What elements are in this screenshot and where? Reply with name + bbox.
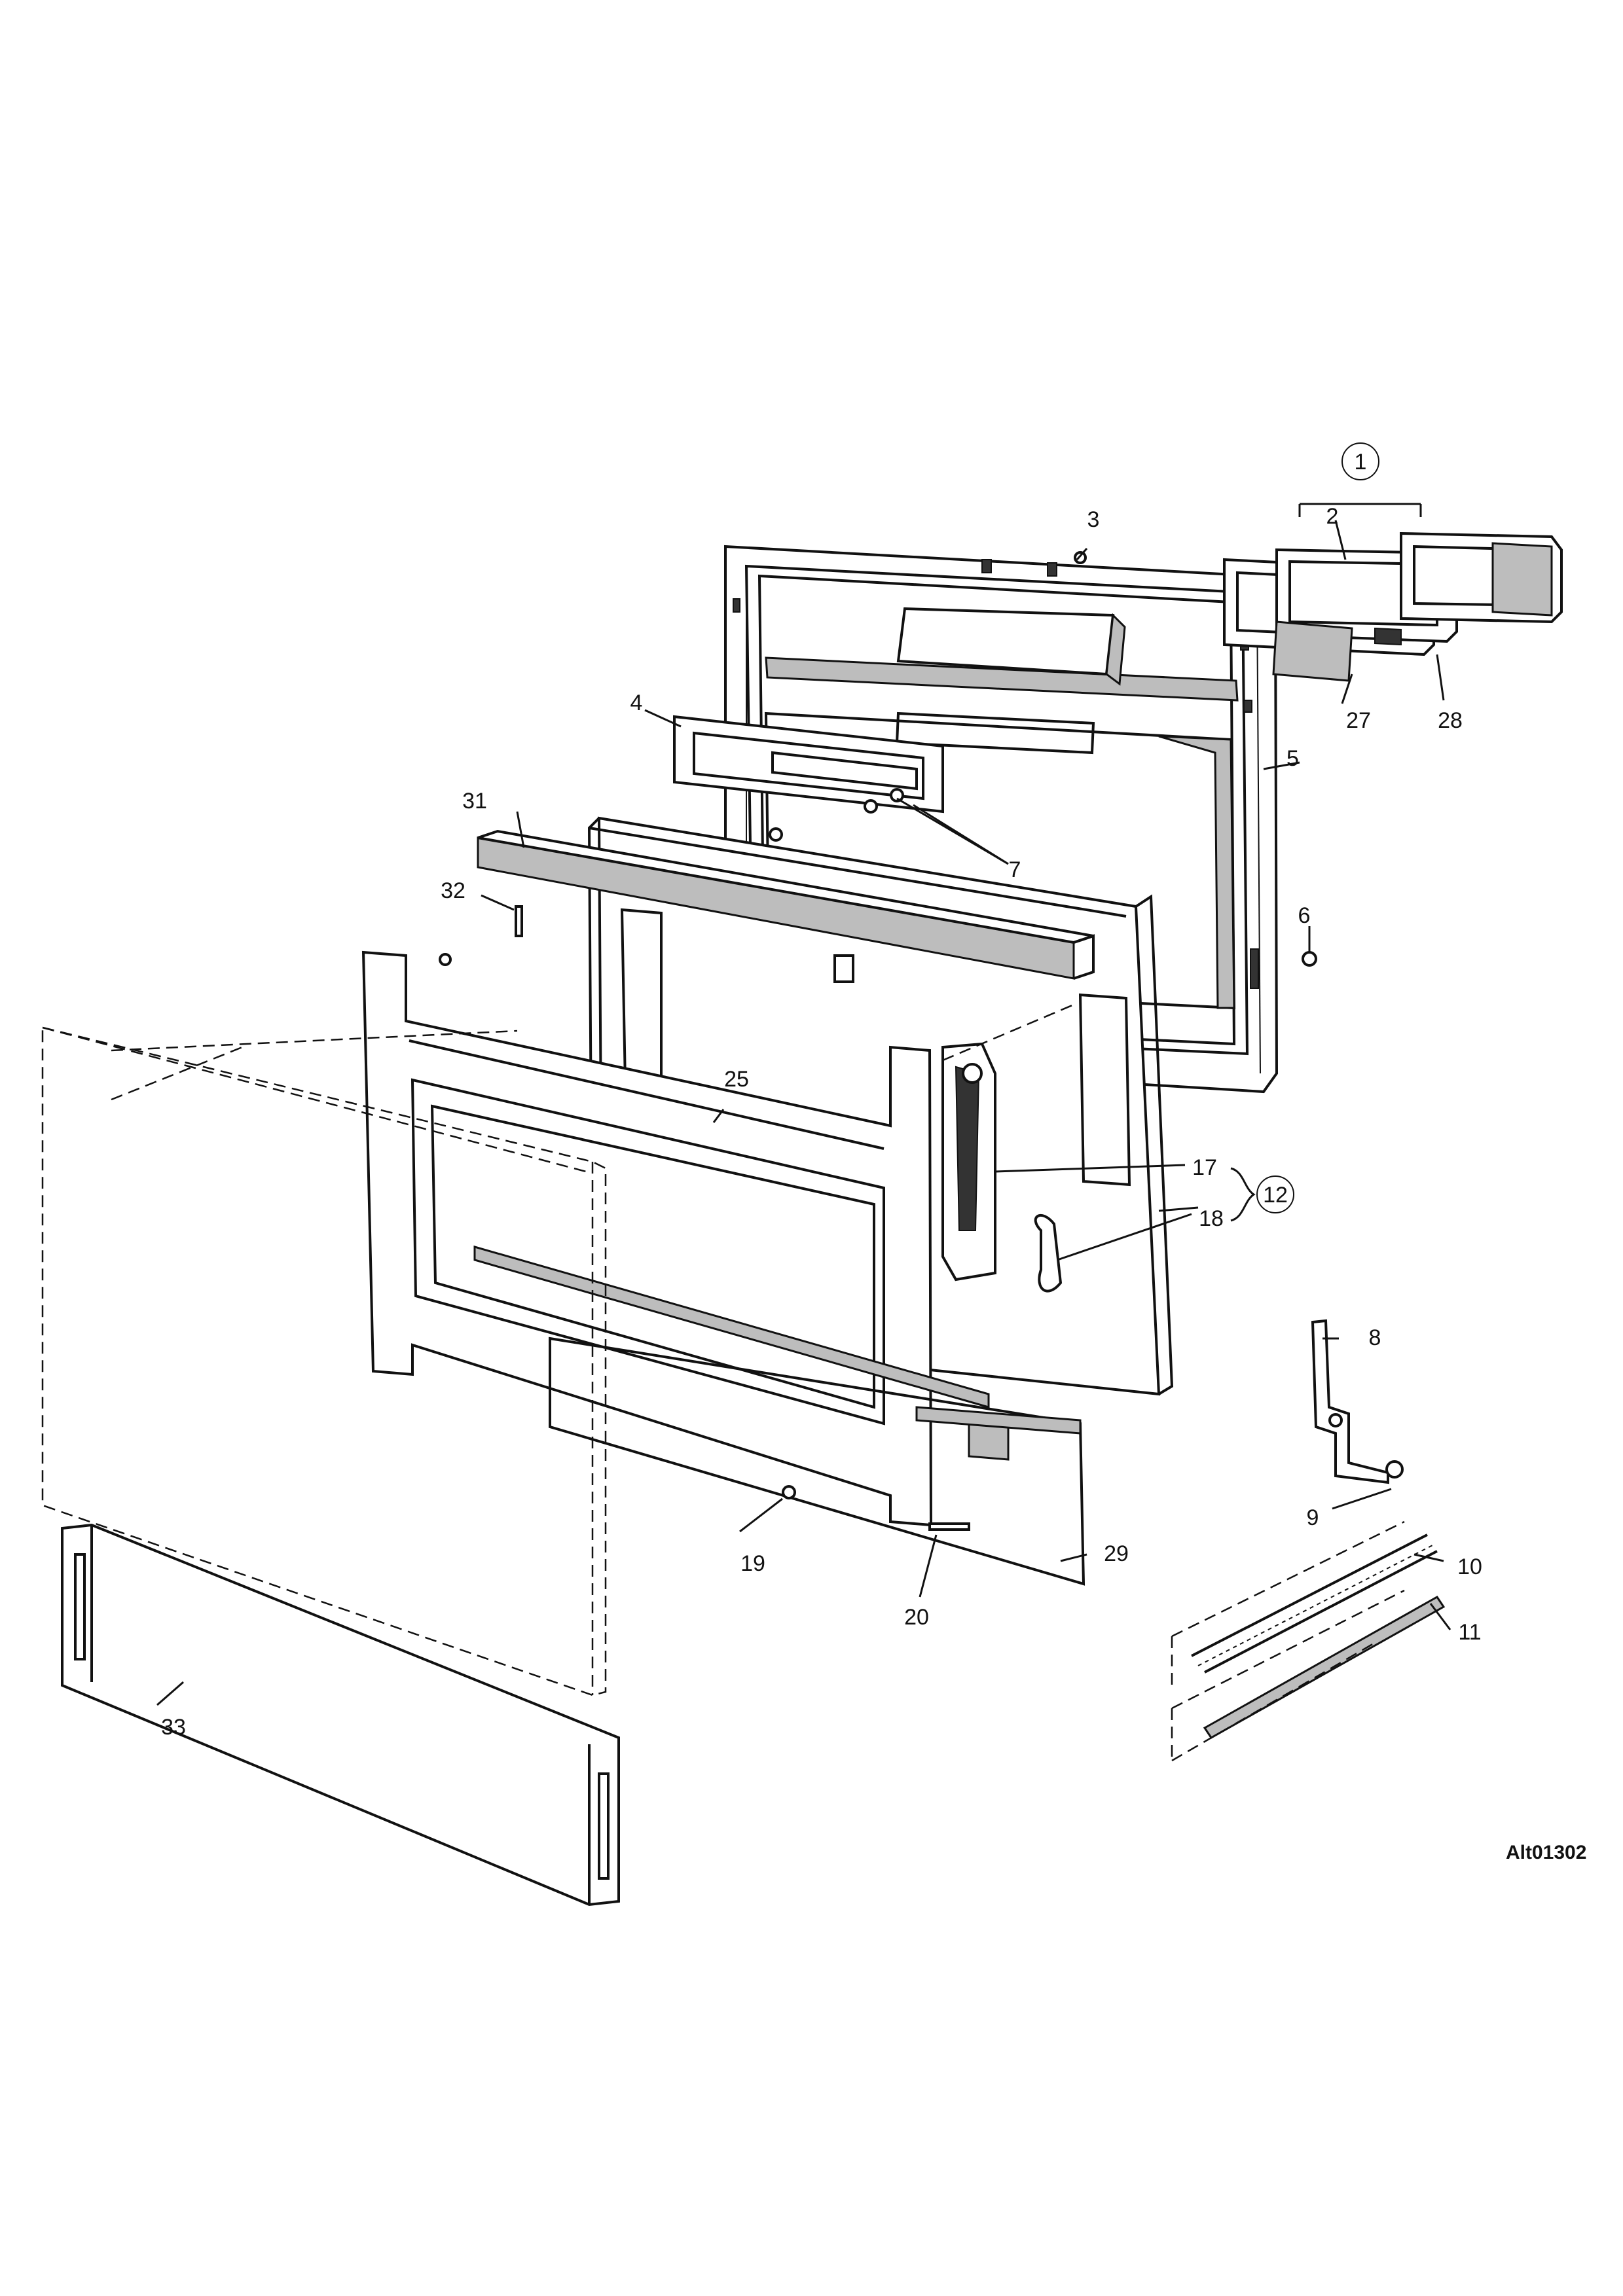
- screw-top-left: [439, 953, 452, 966]
- kick-plate-part: [61, 1523, 620, 1907]
- leader-lines: [156, 503, 1451, 1706]
- callout-32: 32: [441, 878, 465, 903]
- callout-1: 1: [1355, 450, 1367, 475]
- rod-part: [1203, 1596, 1446, 1739]
- callout-17: 17: [1192, 1155, 1217, 1180]
- callout-27: 27: [1346, 708, 1371, 733]
- callout-31: 31: [462, 789, 487, 814]
- callout-29: 29: [1104, 1541, 1129, 1566]
- callout-12: 12: [1263, 1183, 1288, 1208]
- clip-part: [1034, 1213, 1063, 1293]
- inner-panel-part: [673, 715, 944, 814]
- spring-rod-bracket: [1171, 1520, 1405, 1762]
- circle-callout-1: [1341, 442, 1379, 480]
- pin-part-20: [928, 1522, 970, 1531]
- callout-8: 8: [1369, 1325, 1381, 1350]
- callout-3: 3: [1087, 507, 1100, 532]
- callout-18: 18: [1199, 1206, 1224, 1231]
- screw-part-7b: [890, 788, 904, 802]
- screw-part-7c: [769, 827, 783, 842]
- callout-20: 20: [904, 1605, 929, 1630]
- screw-part-3: [1074, 551, 1087, 564]
- callout-25: 25: [724, 1067, 749, 1092]
- callout-10: 10: [1457, 1554, 1482, 1579]
- callout-7: 7: [1009, 857, 1021, 882]
- callout-5: 5: [1286, 746, 1299, 771]
- circle-callout-12: [1256, 1175, 1294, 1213]
- hinge-arm-part: [1311, 1319, 1404, 1484]
- screw-part-19: [782, 1485, 796, 1499]
- diagram-code: Alt01302: [1506, 1842, 1586, 1863]
- callout-2: 2: [1326, 504, 1339, 529]
- hinge-latch-part: [941, 1003, 1074, 1282]
- callout-33: 33: [161, 1715, 186, 1740]
- inner-door-frame-part: [361, 950, 1085, 1586]
- spring-part: [1191, 1534, 1438, 1674]
- outer-glass-part: [41, 1026, 607, 1696]
- callout-28: 28: [1438, 708, 1463, 733]
- screw-part-32: [515, 905, 523, 937]
- handle-assembly-part: [1223, 531, 1563, 682]
- callout-labels: 1 2 3 4 5 6 7 8 9 10 11 12 17 18 19 20 2…: [161, 442, 1586, 1863]
- callout-6: 6: [1298, 903, 1311, 928]
- callout-4: 4: [630, 691, 643, 715]
- screw-part-6: [1302, 951, 1317, 967]
- top-trim-rail-part: [477, 829, 1095, 980]
- callout-9: 9: [1307, 1505, 1319, 1530]
- callout-19: 19: [740, 1551, 765, 1576]
- screw-part-7a: [864, 799, 878, 814]
- callout-11: 11: [1458, 1620, 1481, 1645]
